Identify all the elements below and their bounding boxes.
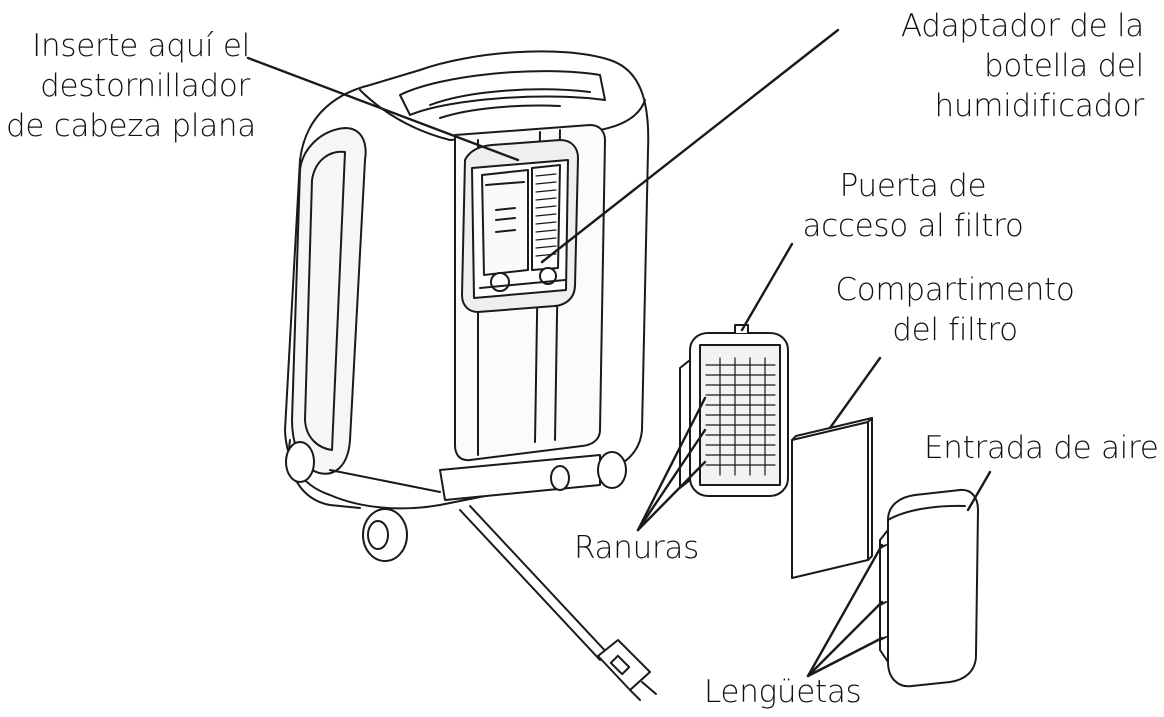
label-air-inlet-line-1: Entrada de aire [924, 430, 1159, 466]
label-tabs: Lengüetas [704, 672, 862, 712]
label-filter-door-line-1: Puerta de [839, 168, 987, 204]
air-inlet-cover [879, 488, 979, 688]
power-cord [459, 505, 657, 701]
filter-sheet [791, 417, 873, 579]
label-tabs-line-1: Lengüetas [704, 674, 862, 710]
leader-lines [246, 28, 992, 678]
label-air-inlet: Entrada de aire [924, 428, 1159, 468]
label-screwdriver-line-2: destornillador [40, 68, 250, 104]
label-slots: Ranuras [574, 528, 699, 568]
label-filter-door: Puerta de acceso al filtro [780, 166, 1046, 246]
label-humidifier-adapter: Adaptador de la botella del humidificado… [846, 6, 1144, 126]
label-screwdriver: Inserte aquí el destornillador de cabeza… [6, 26, 256, 146]
humidifier-recess [461, 139, 579, 313]
label-screwdriver-line-3: de cabeza plana [6, 108, 256, 144]
label-filter-door-line-2: acceso al filtro [802, 208, 1024, 244]
label-filter-compartment: Compartimento del filtro [816, 270, 1094, 350]
label-humidifier-adapter-line-3: humidificador [934, 88, 1145, 124]
label-screwdriver-line-1: Inserte aquí el [32, 28, 250, 64]
label-humidifier-adapter-line-1: Adaptador de la [900, 8, 1144, 44]
filter-access-door [679, 324, 789, 497]
label-filter-compartment-line-1: Compartimento [835, 272, 1075, 308]
wheels [285, 441, 627, 562]
label-slots-line-1: Ranuras [574, 530, 699, 566]
label-filter-compartment-line-2: del filtro [892, 312, 1018, 348]
label-humidifier-adapter-line-2: botella del [983, 48, 1144, 84]
